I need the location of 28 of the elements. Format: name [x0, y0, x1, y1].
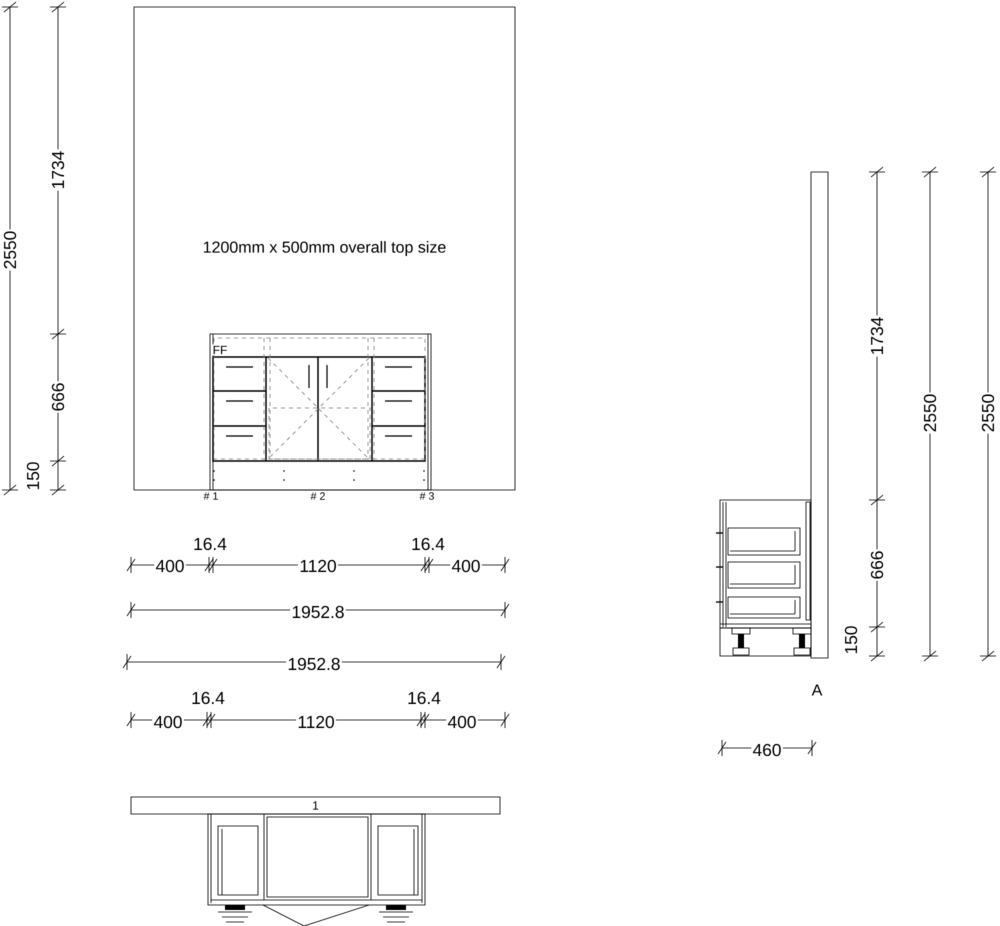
dimension-label: 150 — [844, 624, 858, 656]
dimension-label: 400 — [154, 558, 186, 574]
dimension-label: 1952.8 — [286, 656, 342, 672]
dimension-label: 1734 — [50, 149, 66, 191]
dimension-label: 666 — [50, 381, 66, 413]
dimension-label: 460 — [751, 742, 783, 758]
part-label: # 1 — [202, 491, 220, 502]
part-label: # 3 — [418, 490, 436, 502]
dimension-label: 16.4 — [406, 690, 442, 706]
dimension-label: 16.4 — [410, 536, 446, 552]
dimension-label: 2550 — [980, 392, 996, 434]
dimension-label: 666 — [870, 549, 884, 581]
benchtop-plan: 1 — [130, 796, 500, 814]
dimension-label: 1734 — [870, 315, 884, 357]
view-label: A — [810, 683, 824, 697]
dimension-label: 400 — [446, 714, 478, 730]
part-label: # 2 — [309, 490, 327, 502]
dimension-label: 400 — [152, 714, 184, 730]
dimension-label: 1120 — [296, 714, 336, 730]
dimension-label: 16.4 — [190, 690, 226, 706]
dimension-label: 150 — [26, 460, 40, 492]
dimension-label: 1952.8 — [290, 604, 346, 620]
dimension-label: 16.4 — [192, 536, 228, 552]
dimension-label: 2550 — [2, 229, 18, 271]
dimension-label: 400 — [450, 558, 482, 574]
dimension-label: 1120 — [298, 558, 338, 574]
dimension-label: 2550 — [922, 392, 938, 434]
part-label: FF — [211, 344, 229, 356]
